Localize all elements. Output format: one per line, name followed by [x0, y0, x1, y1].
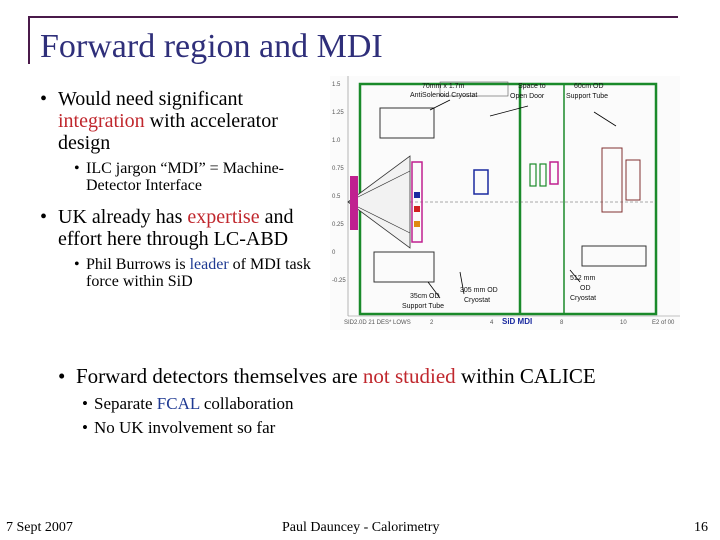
highlight-integration: integration	[58, 110, 145, 132]
leader-line	[593, 111, 617, 127]
label-line: 305 mm OD	[460, 287, 498, 294]
subbullet-text: collaboration	[199, 394, 294, 413]
leader-line	[427, 281, 441, 299]
bullet-dot-icon: •	[74, 160, 80, 177]
y-tick: 0.75	[332, 166, 344, 172]
highlight-leader: leader	[189, 256, 229, 273]
label-line: Space to	[518, 83, 546, 90]
magnet-element	[529, 163, 537, 187]
highlight-not-studied: not studied	[362, 364, 456, 388]
bottom-left-label: SID2.0D 21 DES* LOWS	[344, 320, 411, 326]
x-tick: 2	[430, 320, 434, 326]
y-tick: 1.25	[332, 110, 344, 116]
detector-element	[414, 192, 420, 198]
label-line: Support Tube	[566, 93, 608, 100]
far-element	[581, 245, 647, 267]
label-space-to-open-door: Space to Open Door	[510, 83, 548, 100]
magnet-element	[539, 163, 547, 187]
bullet-text: within CALICE	[455, 364, 596, 388]
y-tick: -0.25	[332, 278, 346, 284]
bullet-expertise: • UK already has expertise and effort he…	[38, 206, 328, 250]
cryostat-box	[439, 81, 509, 97]
bullet-dot-icon: •	[74, 256, 80, 273]
solenoid-box	[379, 107, 435, 139]
y-tick: 0.5	[332, 194, 341, 200]
sid-mdi-label: SiD MDI	[502, 317, 532, 326]
far-element	[601, 147, 623, 213]
y-tick: 1.5	[332, 82, 341, 88]
footer-author: Paul Dauncey - Calorimetry	[282, 520, 440, 535]
label-solenoid-line2: AntiSolenoid Cryostat	[410, 92, 477, 99]
leader-line	[459, 271, 465, 295]
label-line: Cryostat	[464, 297, 490, 304]
bullet-dot-icon: •	[82, 394, 88, 413]
title-rule	[28, 16, 678, 18]
subbullet-no-uk: • No UK involvement so far	[82, 418, 696, 438]
label-line: 35cm OD	[410, 293, 440, 300]
label-line: Open Door	[510, 93, 545, 100]
label-cryostat-305: 305 mm OD Cryostat	[460, 287, 500, 304]
magnet-element	[549, 161, 559, 185]
label-solenoid-line1: 70mm x 1.7m	[422, 83, 465, 90]
y-tick: 0.25	[332, 222, 344, 228]
label-solenoid: 70mm x 1.7m AntiSolenoid Cryostat	[410, 83, 477, 99]
quad-magnet	[473, 169, 489, 195]
subbullet-text: of MDI task force within SiD	[86, 256, 311, 290]
mdi-diagram-svg: 1.5 1.25 1.0 0.75 0.5 0.25 0 -0.25 SID2.…	[332, 76, 680, 326]
slide-title: Forward region and MDI	[40, 28, 383, 65]
footer-date: 7 Sept 2007	[6, 520, 73, 535]
subbullet-text: No UK involvement so far	[94, 418, 276, 437]
footer-page-number: 16	[694, 520, 708, 535]
lumical-block	[350, 176, 358, 230]
bullet-forward-detectors: • Forward detectors themselves are not s…	[56, 364, 696, 388]
bullet-integration: • Would need significant integration wit…	[38, 88, 328, 154]
cone-line	[347, 201, 411, 234]
cone-line	[347, 170, 411, 203]
label-support-60: 60cm OD Support Tube	[566, 83, 608, 100]
title-rule-vertical	[28, 16, 30, 64]
subbullet-text: Separate	[94, 394, 157, 413]
detector-element	[414, 221, 420, 227]
bullet-dot-icon: •	[82, 418, 88, 437]
leader-line	[489, 105, 529, 117]
bullet-text: Forward detectors themselves are	[76, 364, 363, 388]
bullet-text: and effort here through LC-ABD	[58, 206, 294, 250]
bullet-text: UK already has	[58, 206, 188, 228]
detector-element	[414, 206, 420, 212]
bullet-text: with accelerator design	[58, 110, 278, 154]
highlight-fcal: FCAL	[156, 394, 200, 413]
mdi-diagram: 1.5 1.25 1.0 0.75 0.5 0.25 0 -0.25 SID2.…	[330, 76, 680, 330]
y-tick: 0	[332, 250, 336, 256]
bottom-bullets: • Forward detectors themselves are not s…	[56, 364, 696, 442]
beamcal-block	[411, 161, 423, 243]
bullet-dot-icon: •	[58, 364, 66, 388]
label-line: Cryostat	[570, 295, 596, 302]
bullet-text: Would need significant	[58, 88, 244, 110]
bottom-right-label: E2 of 00	[652, 320, 675, 326]
label-support-35: 35cm OD Support Tube	[402, 293, 444, 310]
label-line: 60cm OD	[574, 83, 604, 90]
subbullet-fcal: • Separate FCAL collaboration	[82, 394, 696, 414]
x-tick: 10	[620, 320, 627, 326]
label-line: OD	[580, 285, 591, 292]
label-line: Support Tube	[402, 303, 444, 310]
support-box	[373, 251, 435, 283]
subbullet-text: Phil Burrows is	[86, 256, 190, 273]
label-line: 512 mm	[570, 275, 595, 282]
subbullet-leader: • Phil Burrows is leader of MDI task for…	[74, 256, 328, 290]
label-cryostat-512: 512 mm OD Cryostat	[570, 275, 597, 302]
highlight-expertise: expertise	[187, 206, 260, 228]
subbullet-mdi: • ILC jargon “MDI” = Machine-Detector In…	[74, 160, 328, 194]
x-tick: 4	[490, 320, 494, 326]
x-tick: 8	[560, 320, 564, 326]
leader-line	[569, 269, 581, 283]
leader-line	[429, 99, 451, 111]
bullet-dot-icon: •	[40, 206, 48, 228]
y-tick: 1.0	[332, 138, 341, 144]
left-bullets: • Would need significant integration wit…	[38, 88, 328, 302]
bullet-dot-icon: •	[40, 88, 48, 110]
subbullet-text: ILC jargon “MDI” = Machine-Detector Inte…	[86, 160, 284, 194]
far-element	[625, 159, 641, 201]
